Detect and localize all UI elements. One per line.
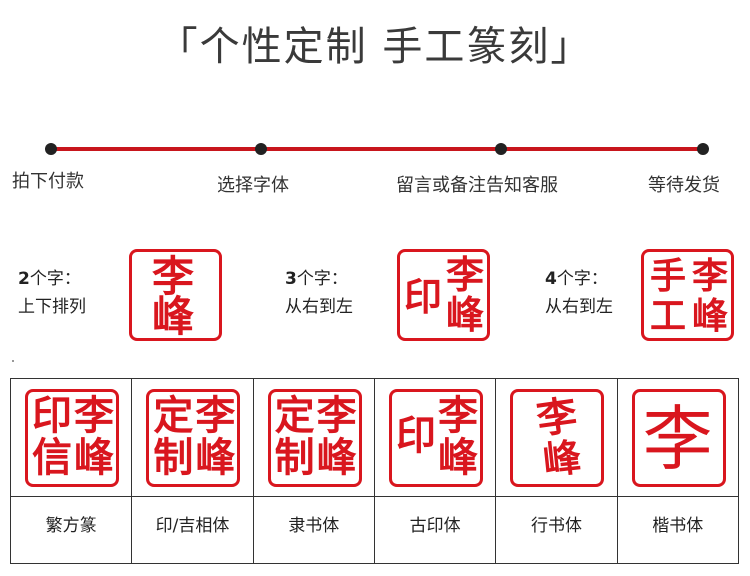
- page-title: 「个性定制 手工篆刻」: [157, 24, 593, 70]
- example-seal-2char: 李 峰: [129, 249, 222, 341]
- example-4char-label: 4个字： 从右到左: [545, 269, 613, 317]
- step-dot-2: [255, 143, 267, 155]
- font-seal-xingshu: 李 峰: [510, 389, 605, 487]
- cell-separator: [132, 496, 253, 497]
- step-label-ship: 等待发货: [648, 175, 720, 196]
- font-style-table: 李 峰 印 信 繁方篆 李 峰 定 制 印/吉相体 李 峰 定 制 隶书体 李 …: [10, 378, 739, 564]
- font-name: 楷书体: [652, 516, 704, 536]
- font-cell-xingshu[interactable]: 李 峰 行书体: [496, 379, 618, 563]
- font-cell-kaishu[interactable]: 李 楷书体: [617, 379, 738, 563]
- cell-separator: [617, 496, 738, 497]
- step-dot-4: [697, 143, 709, 155]
- font-cell-lishu[interactable]: 李 峰 定 制 隶书体: [253, 379, 375, 563]
- step-dot-1: [45, 143, 57, 155]
- example-2char-label: 2个字： 上下排列: [18, 269, 86, 317]
- cell-separator: [11, 496, 132, 497]
- font-seal-kaishu: 李: [631, 389, 726, 487]
- step-label-font: 选择字体: [217, 175, 289, 196]
- font-seal-jixiang: 李 峰 定 制: [146, 389, 241, 487]
- example-3char-label: 3个字： 从右到左: [285, 269, 353, 317]
- cell-separator: [496, 496, 617, 497]
- font-name: 印/吉相体: [155, 516, 230, 536]
- step-label-note: 留言或备注告知客服: [396, 175, 558, 196]
- font-name: 行书体: [530, 516, 582, 536]
- font-seal-fanfangzhuan: 李 峰 印 信: [25, 389, 119, 487]
- example-seal-3char: 李 峰 印: [397, 249, 490, 341]
- step-label-pay: 拍下付款: [12, 171, 84, 192]
- example-seal-4char: 李 峰 手 工: [641, 249, 734, 341]
- step-dot-3: [495, 143, 507, 155]
- divider-dot: [12, 360, 14, 362]
- cell-separator: [253, 496, 374, 497]
- font-cell-jixiang[interactable]: 李 峰 定 制 印/吉相体: [132, 379, 254, 563]
- font-name: 隶书体: [288, 516, 340, 536]
- font-cell-fanfangzhuan[interactable]: 李 峰 印 信 繁方篆: [11, 379, 133, 563]
- font-seal-guyin: 李 峰 印: [388, 389, 483, 487]
- font-cell-guyin[interactable]: 李 峰 印 古印体: [374, 379, 497, 563]
- font-seal-lishu: 李 峰 定 制: [267, 389, 362, 487]
- font-name: 古印体: [409, 516, 461, 536]
- cell-separator: [374, 496, 496, 497]
- font-name: 繁方篆: [45, 516, 97, 536]
- process-line: [50, 147, 705, 151]
